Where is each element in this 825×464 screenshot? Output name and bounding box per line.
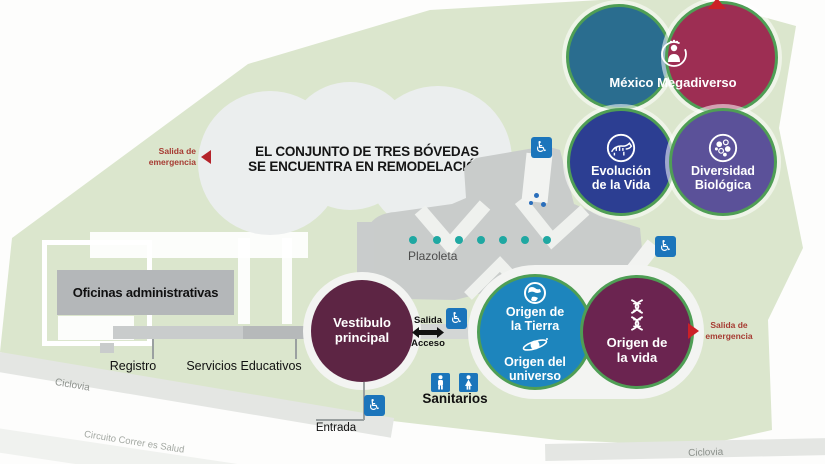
renovation-notice-line2: SE ENCUENTRA EN REMODELACIÓN [248,158,486,174]
entrance-leader-line [316,419,364,421]
wheelchair-icon: ♿ [446,308,467,329]
emergency-exit-line2: emergencia [148,156,196,167]
servicios-educativos-label: Servicios Educativos [186,359,302,373]
plaza-walkway [514,195,590,250]
two-way-arrow-icon [412,327,444,338]
admin-offices-block: Oficinas administrativas [57,270,234,315]
entrada-label: Entrada [315,422,357,434]
fountain-dot [534,193,539,198]
building-outline [90,232,308,258]
corridor-stub [100,343,114,353]
building-outline [282,238,292,324]
emergency-exit-line1: Salida de [158,146,196,156]
hall-label: Evolución [591,164,651,178]
hall-label: la Tierra [510,319,560,333]
salida-label: Salida [414,315,442,326]
wheelchair-icon: ♿ [364,395,385,416]
fountain-dot [529,201,533,205]
building-outline [238,238,250,324]
wheelchair-icon: ♿ [655,236,676,257]
plaza-dot [409,236,417,244]
hall-diversidad-biologica[interactable]: Diversidad Biológica [669,108,777,216]
hall-label: universo [508,369,562,383]
acceso-label: Acceso [411,338,445,349]
emergency-exit-right-label: Salida de emergencia [702,320,756,341]
plaza-dot [499,236,507,244]
hall-origen-vida[interactable]: Origen de la vida [580,275,694,389]
emergency-exit-line2: emergencia [705,330,753,341]
corridor-plaza-vestibule [357,222,374,284]
renovation-notice: EL CONJUNTO DE TRES BÓVEDAS SE ENCUENTRA… [246,144,488,175]
plaza-dot [433,236,441,244]
plaza-walkway [414,200,491,256]
entrance-leader-line [363,382,365,420]
hall-label: Origen de [606,334,668,350]
dna-icon [630,299,644,331]
hall-label: Vestibulo [333,315,391,331]
plaza-dot [477,236,485,244]
plazoleta-label: Plazoleta [408,249,458,263]
emergency-arrow-right-icon [688,323,699,339]
globe-icon [524,282,546,304]
hall-vestibulo-principal[interactable]: Vestibulo principal [311,280,413,382]
hall-evolucion-vida[interactable]: Evolución de la Vida [567,108,675,216]
saturn-planet-icon [522,338,548,351]
mens-restroom-icon [431,373,450,392]
plaza-dot [455,236,463,244]
hall-label: principal [334,330,390,345]
dinosaur-skeleton-icon [606,133,636,163]
wheelchair-icon: ♿ [531,137,552,158]
hall-label: la vida [616,349,658,365]
cells-icon [708,133,738,163]
emergency-exit-left-label: Salida de emergencia [138,146,196,167]
registro-label: Registro [109,359,157,373]
renovation-notice-line1: EL CONJUNTO DE TRES BÓVEDAS [255,144,479,159]
hall-label: Diversidad [691,164,755,178]
hall-label: Origen del [504,355,566,369]
hall-label: Biológica [694,178,752,192]
plaza-dot [521,236,529,244]
hall-label: Origen de [505,305,565,319]
womens-restroom-icon [459,373,478,392]
emergency-arrow-up-icon [708,0,726,9]
leader-line [152,339,154,359]
hall-origen-tierra-universo[interactable]: Origen de la Tierra Origen del universo [477,274,593,390]
hall-label: de la Vida [591,178,651,192]
sanitarios-label: Sanitarios [422,391,488,406]
corridor-admin-dark [243,326,318,339]
plaza-dot [543,236,551,244]
fountain-dot [541,202,546,207]
person-nature-icon [661,39,687,67]
mexico-megadiverso-label: México Megadiverso [609,75,737,90]
leader-line [295,339,297,359]
emergency-exit-line1: Salida de [710,320,748,330]
emergency-arrow-left-icon [201,150,211,164]
